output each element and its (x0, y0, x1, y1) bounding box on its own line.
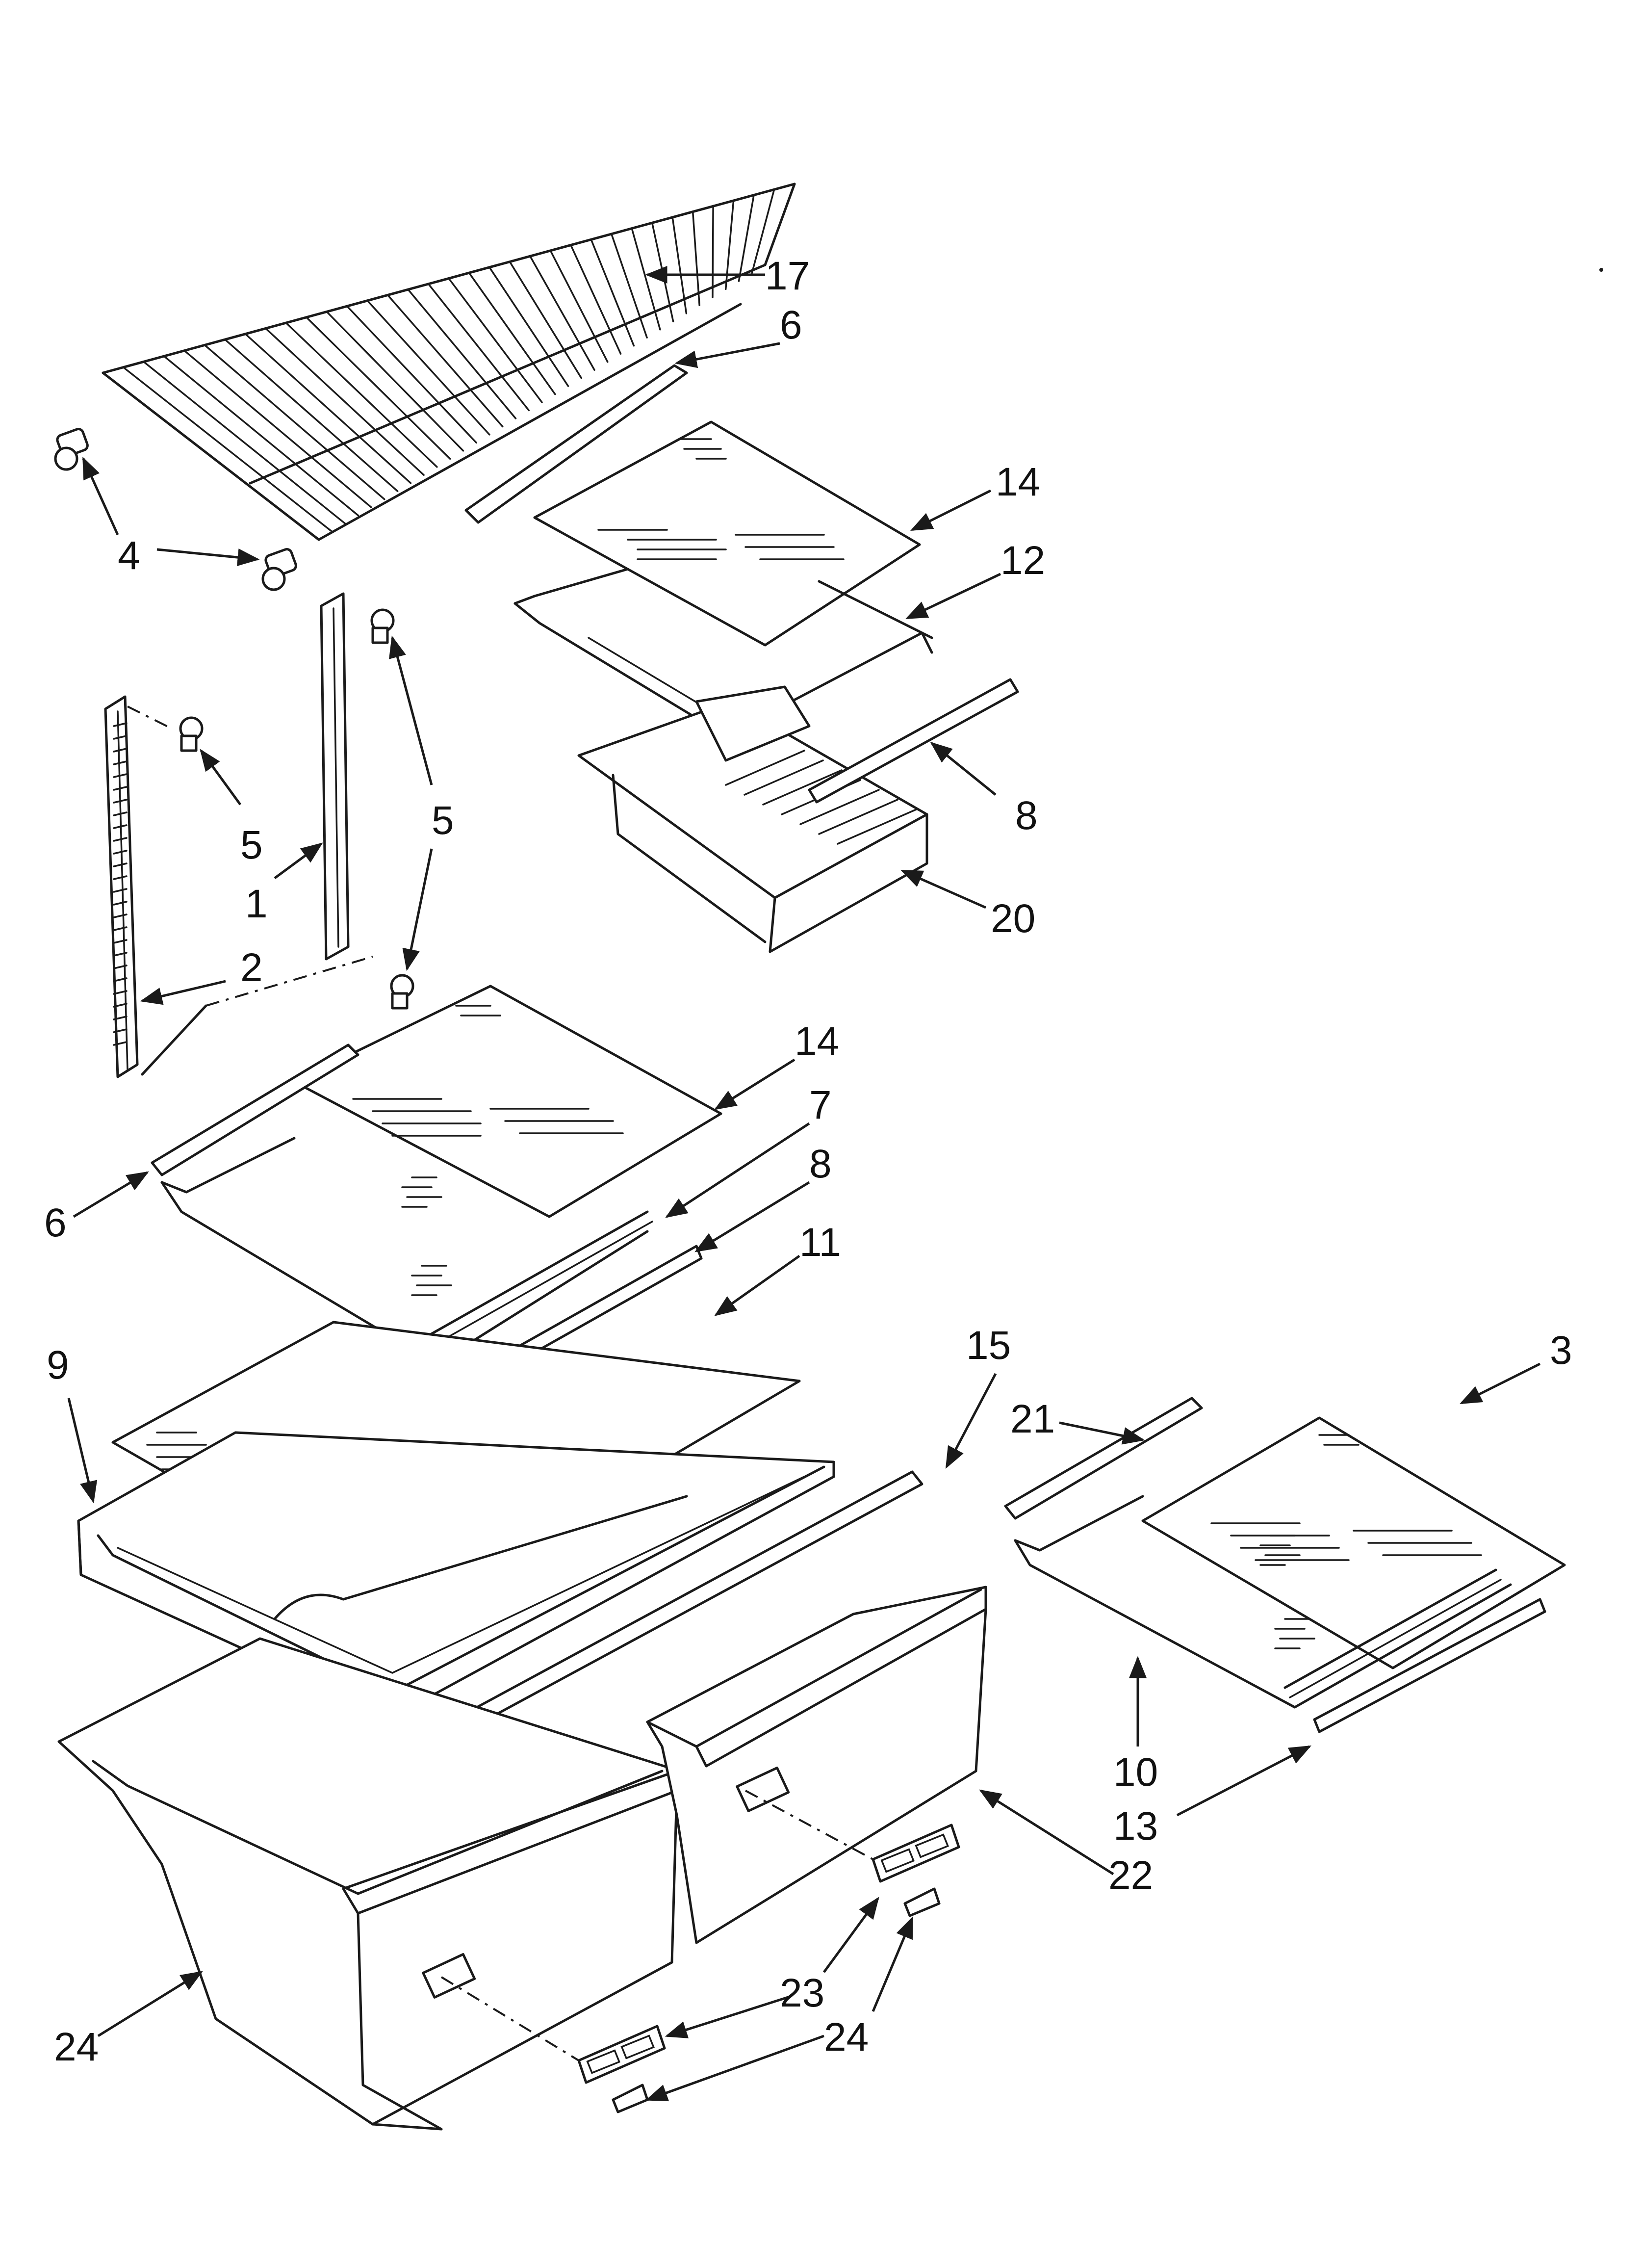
callout-17: 17 (765, 254, 810, 298)
callout-24-right: 24 (824, 2015, 869, 2059)
crisper-drawer-left (57, 1637, 678, 2131)
callout-labels: 17 6 14 12 4 5 5 1 8 20 2 14 7 8 6 11 9 … (44, 254, 1572, 2069)
callout-1: 1 (245, 882, 268, 926)
callout-22: 22 (1108, 1853, 1153, 1898)
callout-12: 12 (1001, 538, 1045, 583)
callout-24-left: 24 (54, 2025, 99, 2069)
glass-shelf-right (1141, 1416, 1566, 1669)
shelf-ladder-right (320, 592, 350, 961)
leader-arrows (67, 266, 1541, 2102)
callout-10: 10 (1113, 1750, 1158, 1795)
callout-9: 9 (47, 1343, 69, 1387)
callout-4: 4 (118, 533, 140, 578)
screw-1 (370, 608, 395, 644)
callout-15: 15 (966, 1323, 1011, 1368)
drawer-badge-right (872, 1824, 960, 1883)
callout-14-middle: 14 (795, 1019, 839, 1064)
crisper-frame-upper (513, 568, 933, 744)
callout-8-upper: 8 (1015, 793, 1038, 838)
shelf-support-right (261, 548, 297, 591)
callout-21: 21 (1010, 1397, 1055, 1441)
screw-3 (390, 974, 414, 1010)
screw-2 (179, 716, 204, 752)
drawer-clip-left (612, 2084, 649, 2113)
wire-shelf (102, 182, 796, 541)
crisper-drawer-right (646, 1586, 987, 1944)
crisper-pan-upper (577, 685, 928, 953)
trim-strip-right (1313, 1598, 1546, 1733)
callout-7: 7 (809, 1083, 832, 1127)
drawer-badge-left (577, 2025, 666, 2084)
stray-mark (1599, 268, 1603, 272)
shelf-frame-middle (151, 1043, 653, 1375)
callout-3: 3 (1550, 1328, 1572, 1373)
trim-strip-upper (464, 364, 688, 524)
shelf-ladder-left (104, 695, 139, 1078)
callout-14-upper: 14 (996, 460, 1040, 504)
callout-11: 11 (799, 1220, 841, 1265)
drawer-clip-right (903, 1887, 941, 1917)
callout-8-middle: 8 (809, 1142, 832, 1186)
glass-shelf-middle (293, 985, 722, 1218)
callout-13: 13 (1113, 1804, 1158, 1849)
callout-20: 20 (991, 896, 1035, 941)
shelf-ladder-slots (113, 722, 128, 1046)
trim-strip-upper-front (808, 678, 1019, 804)
wire-shelf-rods (102, 183, 795, 541)
callout-6-middle: 6 (44, 1200, 67, 1245)
glass-shelf-upper (533, 420, 921, 647)
callout-5-right: 5 (432, 798, 454, 843)
callout-2: 2 (240, 945, 263, 990)
shelf-frame-right (1004, 1397, 1512, 1709)
callout-5-left: 5 (240, 823, 263, 867)
callout-6-top: 6 (780, 303, 802, 347)
shelf-support-left (54, 428, 89, 471)
callout-23: 23 (780, 1971, 824, 2015)
